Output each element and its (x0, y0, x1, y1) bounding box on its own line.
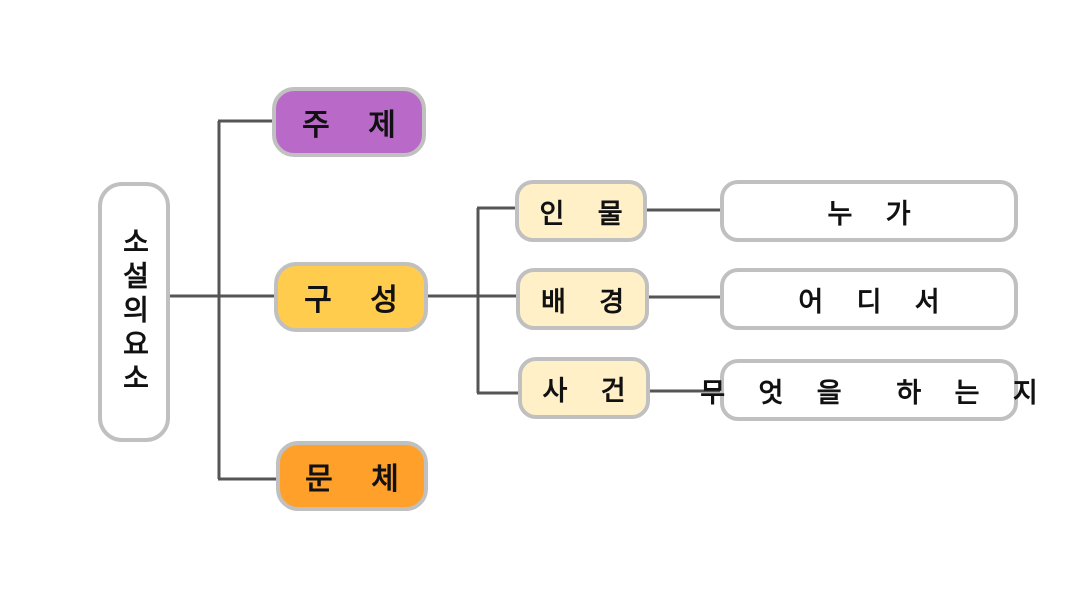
leaf-what: 무 엇 을 하 는 지 (700, 359, 1038, 421)
branch-theme-label: 주 제 (302, 108, 410, 143)
branch-theme: 주 제 (272, 87, 426, 157)
sub-branch-event-label: 사 건 (542, 375, 638, 407)
root-node: 소설의요소 (98, 182, 170, 442)
sub-branch-setting-label: 배 경 (540, 286, 637, 318)
branch-style-label: 문 체 (305, 462, 413, 497)
leaf-who-label: 누 가 (827, 198, 923, 230)
sub-branch-character: 인 물 (515, 180, 647, 242)
branch-style: 문 체 (276, 441, 428, 511)
branch-plot-label: 구 성 (304, 283, 412, 318)
sub-branch-event: 사 건 (518, 357, 650, 419)
leaf-where: 어 디 서 (720, 268, 1018, 330)
sub-branch-setting: 배 경 (516, 268, 649, 330)
branch-plot: 구 성 (274, 262, 428, 332)
sub-branch-character-label: 인 물 (539, 198, 635, 230)
leaf-where-label: 어 디 서 (798, 286, 952, 318)
leaf-what-label: 무 엇 을 하 는 지 (700, 377, 1050, 409)
leaf-who: 누 가 (720, 180, 1018, 242)
root-label: 소설의요소 (118, 227, 151, 397)
